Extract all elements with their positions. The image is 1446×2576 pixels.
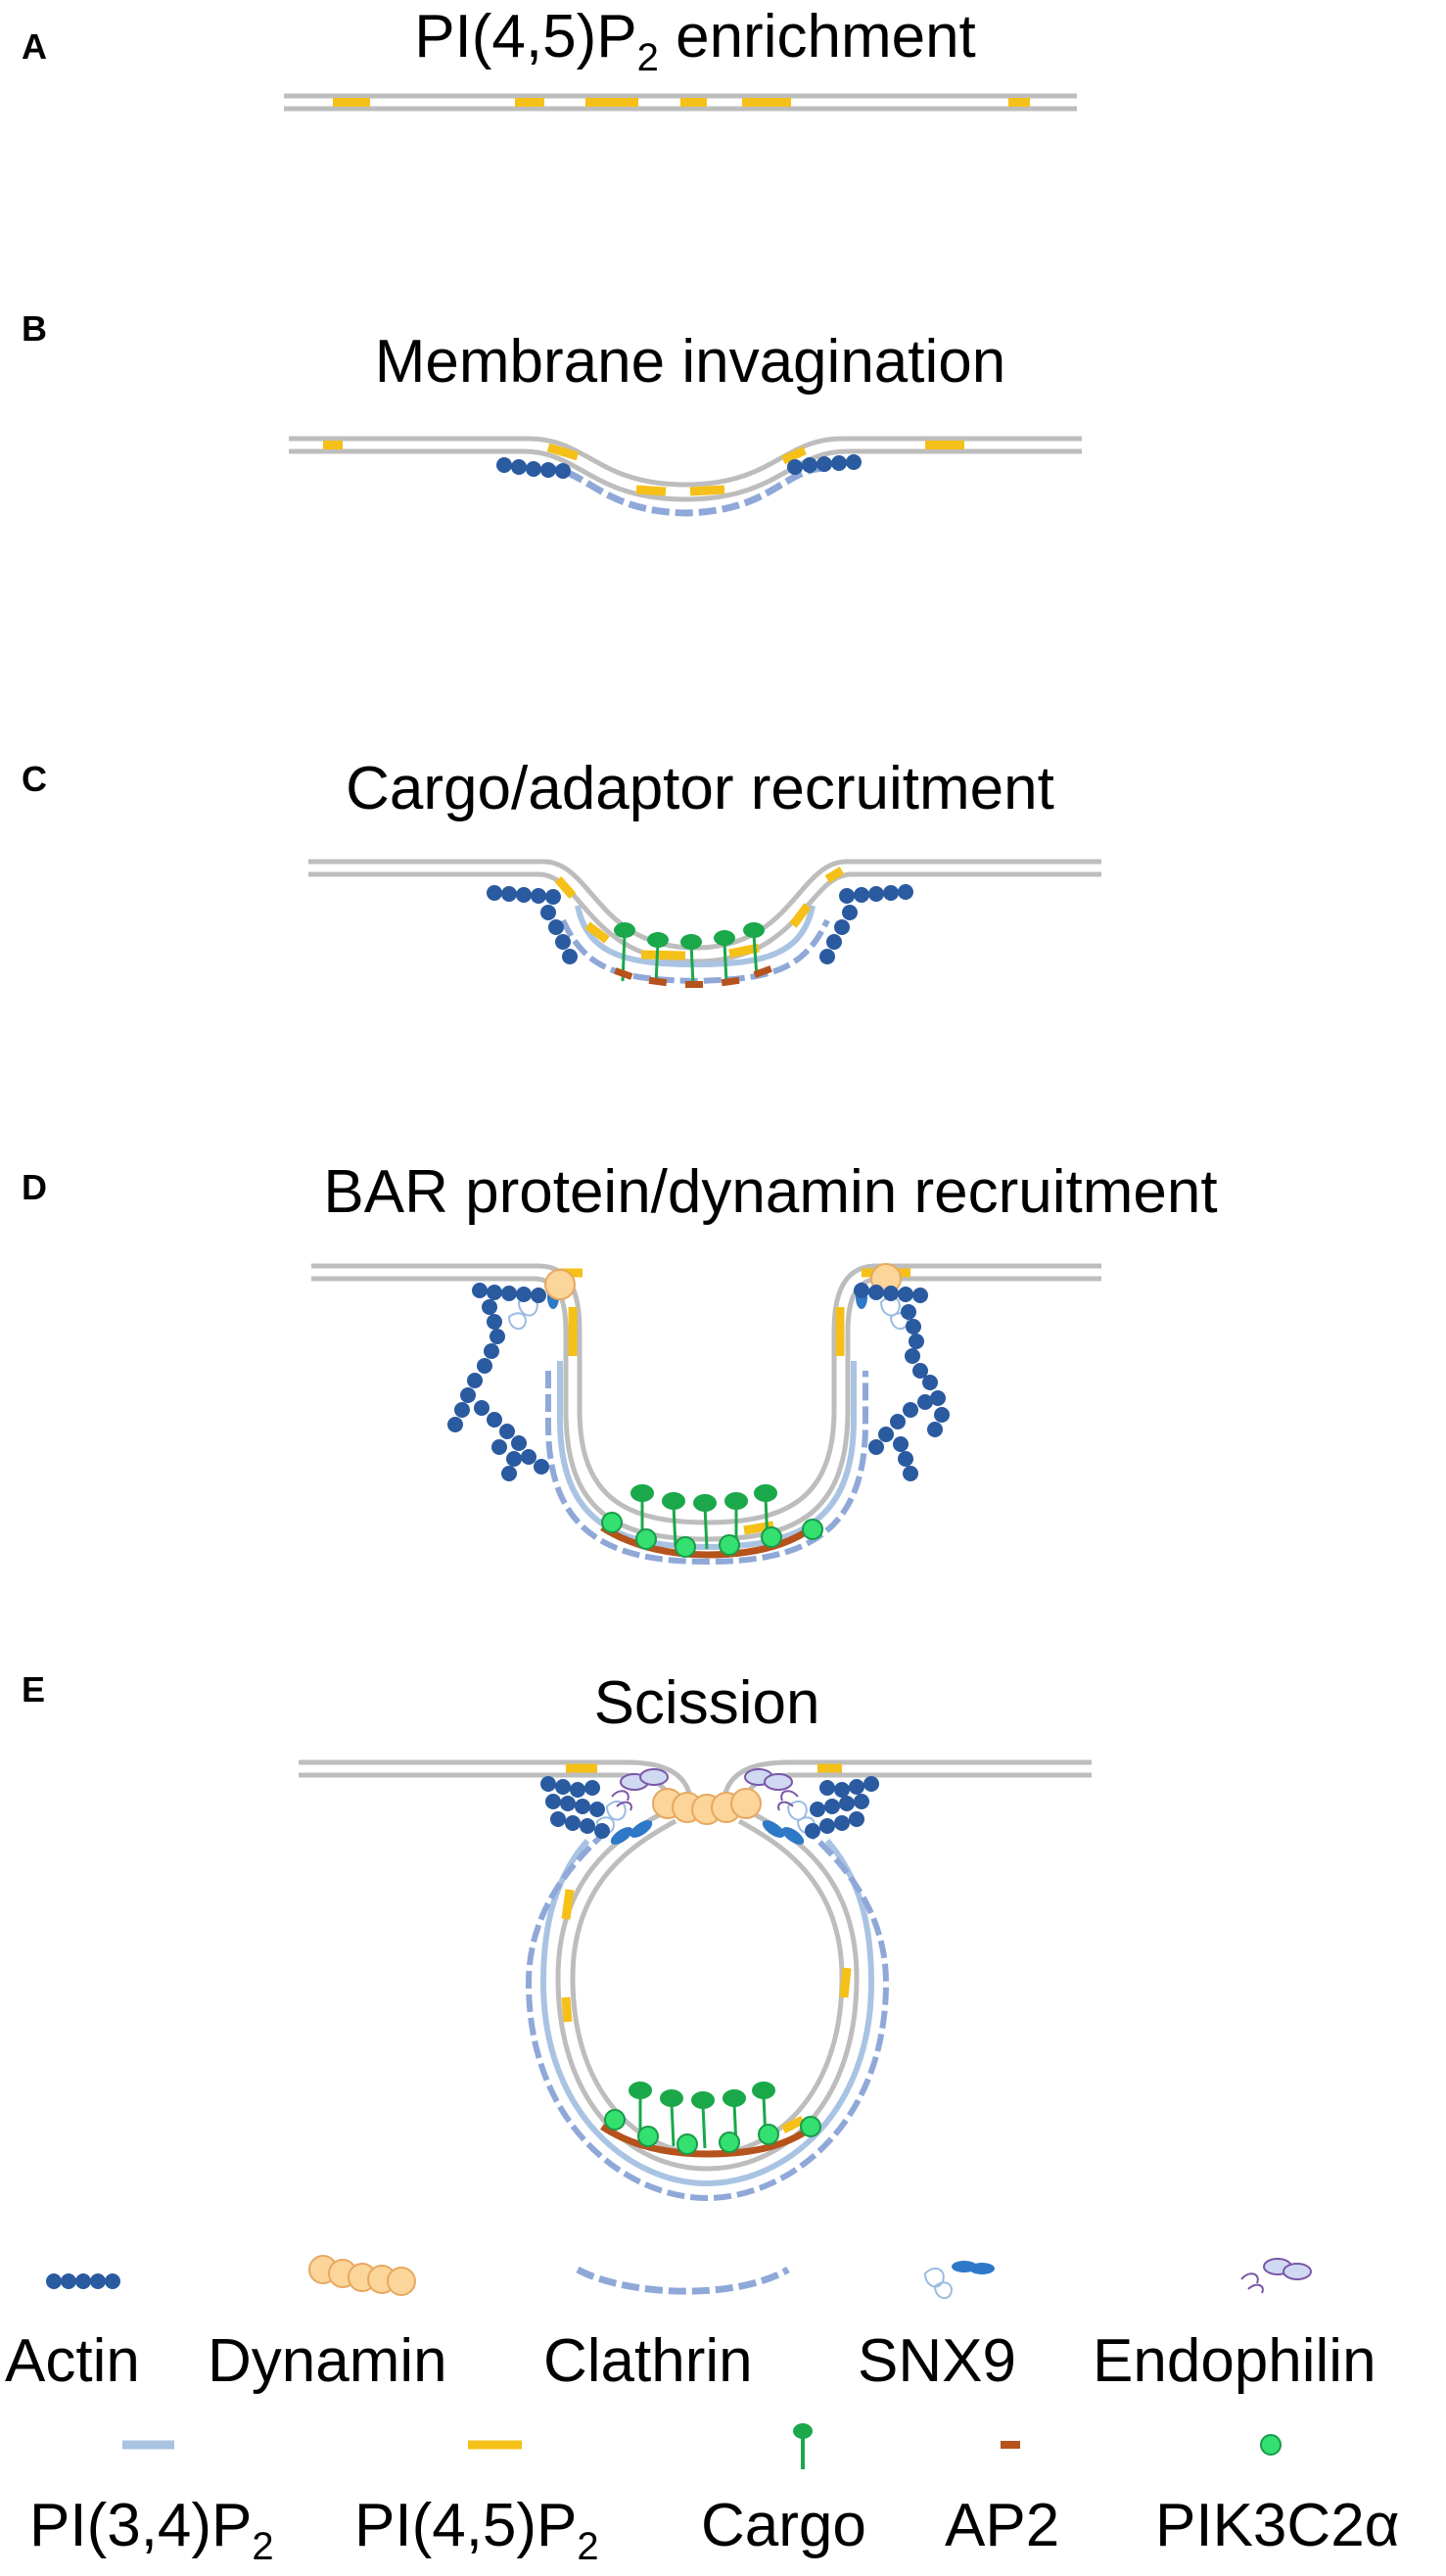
dynamin-legend-icon <box>308 2255 416 2296</box>
panel-title-e: Scission <box>594 1669 820 1737</box>
clathrin-legend-icon <box>576 2266 790 2295</box>
membrane-e <box>299 1759 1092 2172</box>
cargo-d <box>630 1484 777 1550</box>
ap2-legend-icon <box>1001 2441 1020 2449</box>
cargo-c <box>614 922 765 986</box>
pi34p2-layer-e <box>539 1839 875 2187</box>
pi45p2-patches-b <box>323 441 964 496</box>
legend-label-ap2: AP2 <box>945 2492 1059 2559</box>
legend-label-pi34p2: PI(3,4)P2 <box>29 2492 274 2568</box>
legend-label-endophilin: Endophilin <box>1093 2327 1376 2395</box>
clathrin-coat-d <box>545 1371 868 1566</box>
panel-title-a: PI(4,5)P2 enrichment <box>414 3 976 79</box>
pi45p2-patches-c <box>554 866 845 960</box>
legend-label-cargo: Cargo <box>701 2492 866 2559</box>
panel-a: A PI(4,5)P2 enrichment <box>22 3 1077 112</box>
panel-b: B Membrane invagination <box>22 308 1082 517</box>
panel-label-e: E <box>22 1669 45 1710</box>
membrane-a <box>284 93 1077 112</box>
actin-e <box>540 1776 879 1839</box>
pi45p2-patches-d <box>558 1268 910 1535</box>
pik3c2a-e <box>604 2109 821 2155</box>
panel-title-d: BAR protein/dynamin recruitment <box>323 1158 1217 1226</box>
panel-title-b: Membrane invagination <box>375 328 1006 396</box>
endophilin-e <box>611 1768 799 1811</box>
actin-legend-icon <box>46 2273 120 2289</box>
panel-c: C Cargo/adaptor recruitment <box>22 755 1101 988</box>
actin-d <box>447 1283 950 1481</box>
clathrin-coat-b <box>542 464 828 517</box>
panel-label-b: B <box>22 308 47 349</box>
ap2-e <box>600 2124 816 2158</box>
endophilin-legend-icon <box>1240 2258 1312 2294</box>
membrane-c <box>308 859 1101 964</box>
legend-label-actin: Actin <box>5 2327 140 2395</box>
dynamin-ring-e <box>652 1788 762 1825</box>
legend-label-dynamin: Dynamin <box>208 2327 447 2395</box>
actin-b <box>496 454 862 479</box>
panel-e: E Scission <box>22 1669 1092 2202</box>
ap2-d <box>600 1524 816 1559</box>
clathrin-coat-e <box>525 1828 890 2202</box>
cargo-legend-icon <box>793 2423 813 2469</box>
snx9-e <box>595 1800 816 1845</box>
legend-label-pik3c2a: PIK3C2α <box>1155 2492 1400 2559</box>
panel-label-a: A <box>22 26 47 67</box>
panel-d: D BAR protein/dynamin recruitment <box>22 1158 1218 1566</box>
legend-label-snx9: SNX9 <box>858 2327 1016 2395</box>
legend: Actin Dynamin Clathrin SNX9 Endophilin P… <box>5 2255 1400 2568</box>
panel-title-c: Cargo/adaptor recruitment <box>346 755 1054 822</box>
legend-label-pi45p2: PI(4,5)P2 <box>354 2492 599 2568</box>
pik3c2a-d <box>601 1512 823 1558</box>
legend-label-clathrin: Clathrin <box>543 2327 753 2395</box>
pi45p2-patches-e <box>561 1763 852 2134</box>
actin-c <box>487 884 913 964</box>
ap2-c <box>614 965 772 988</box>
pik3c2a-legend-icon <box>1260 2434 1282 2456</box>
panel-label-c: C <box>22 759 47 799</box>
panel-label-d: D <box>22 1167 47 1207</box>
snx9-legend-icon <box>923 2261 995 2300</box>
pi34p2-layer-c <box>575 905 816 968</box>
